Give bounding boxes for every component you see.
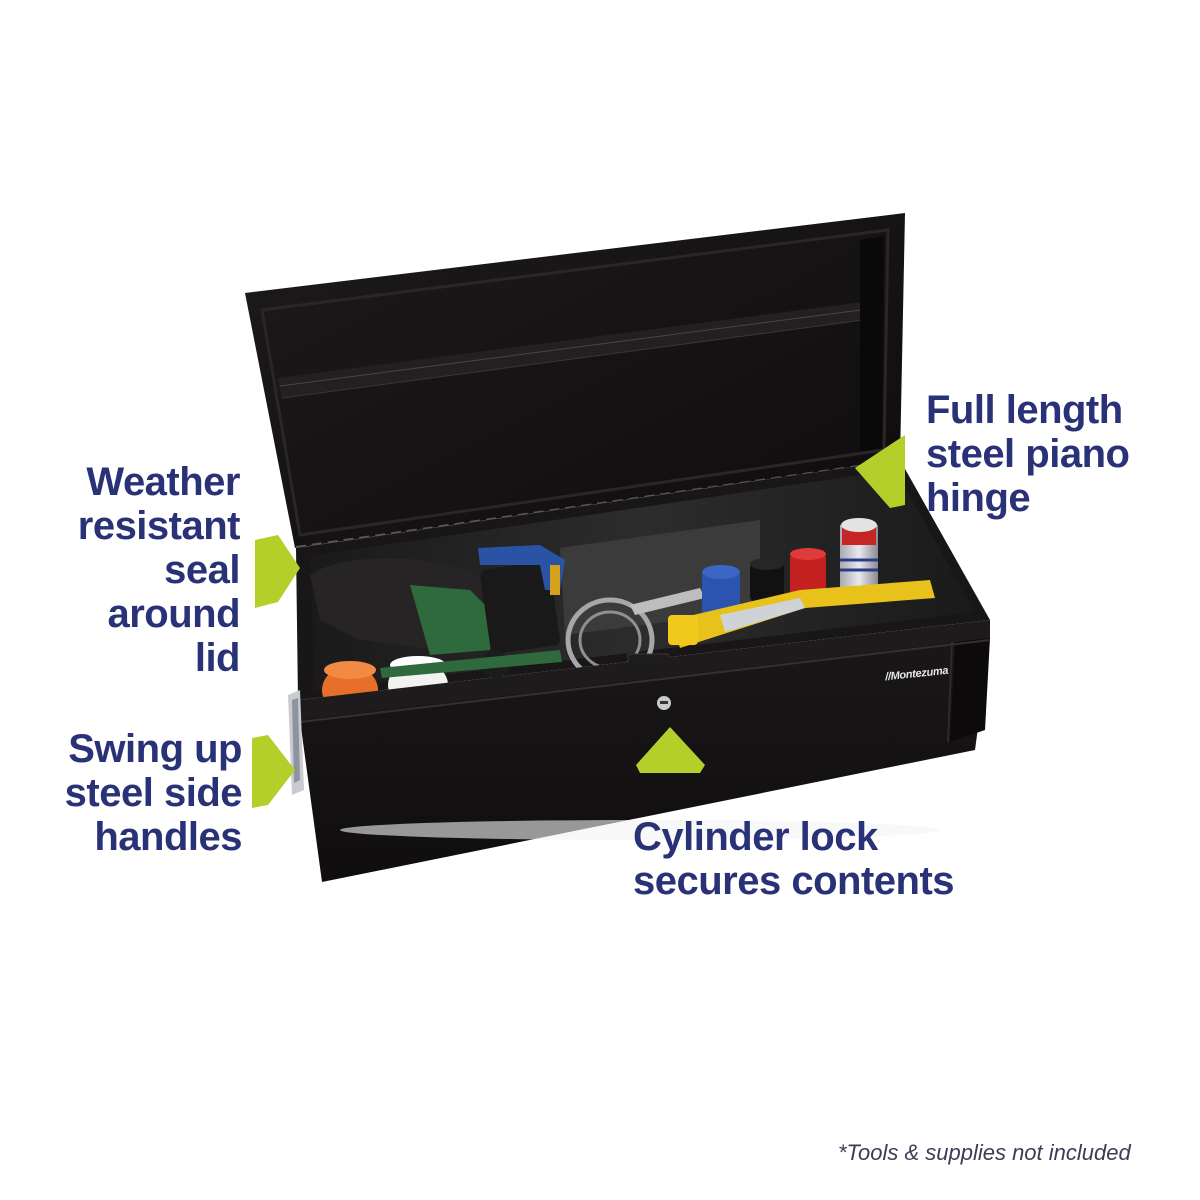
marker-arrow-left-icon [855, 435, 905, 508]
tray-contents [296, 460, 990, 714]
callout-line: seal [164, 548, 240, 592]
callout-cylinder-lock: Cylinder lock secures contents [633, 815, 1013, 903]
callout-line: Swing up [68, 727, 242, 771]
callout-weather-seal: Weather resistant seal around lid [40, 460, 241, 680]
callout-markers [252, 435, 905, 808]
callout-line: Cylinder lock [633, 815, 878, 859]
marker-arrow-up-icon [636, 727, 705, 773]
callout-line: hinge [926, 476, 1031, 520]
callout-line: Full length [926, 388, 1123, 432]
marker-arrow-right-icon [252, 735, 295, 808]
callout-piano-hinge: Full length steel piano hinge [926, 388, 1186, 520]
callout-line: steel side [64, 771, 243, 815]
callout-line: secures contents [633, 859, 955, 903]
marker-arrow-right-icon [255, 535, 300, 608]
callout-side-handles: Swing up steel side handles [20, 727, 243, 859]
callout-line: lid [194, 636, 241, 680]
callout-line: handles [94, 815, 242, 859]
callout-line: around [107, 592, 240, 636]
callout-line: resistant [77, 504, 241, 548]
callout-line: Weather [86, 460, 240, 504]
callout-line: steel piano [926, 432, 1130, 476]
footnote-disclaimer: *Tools & supplies not included [838, 1140, 1131, 1165]
